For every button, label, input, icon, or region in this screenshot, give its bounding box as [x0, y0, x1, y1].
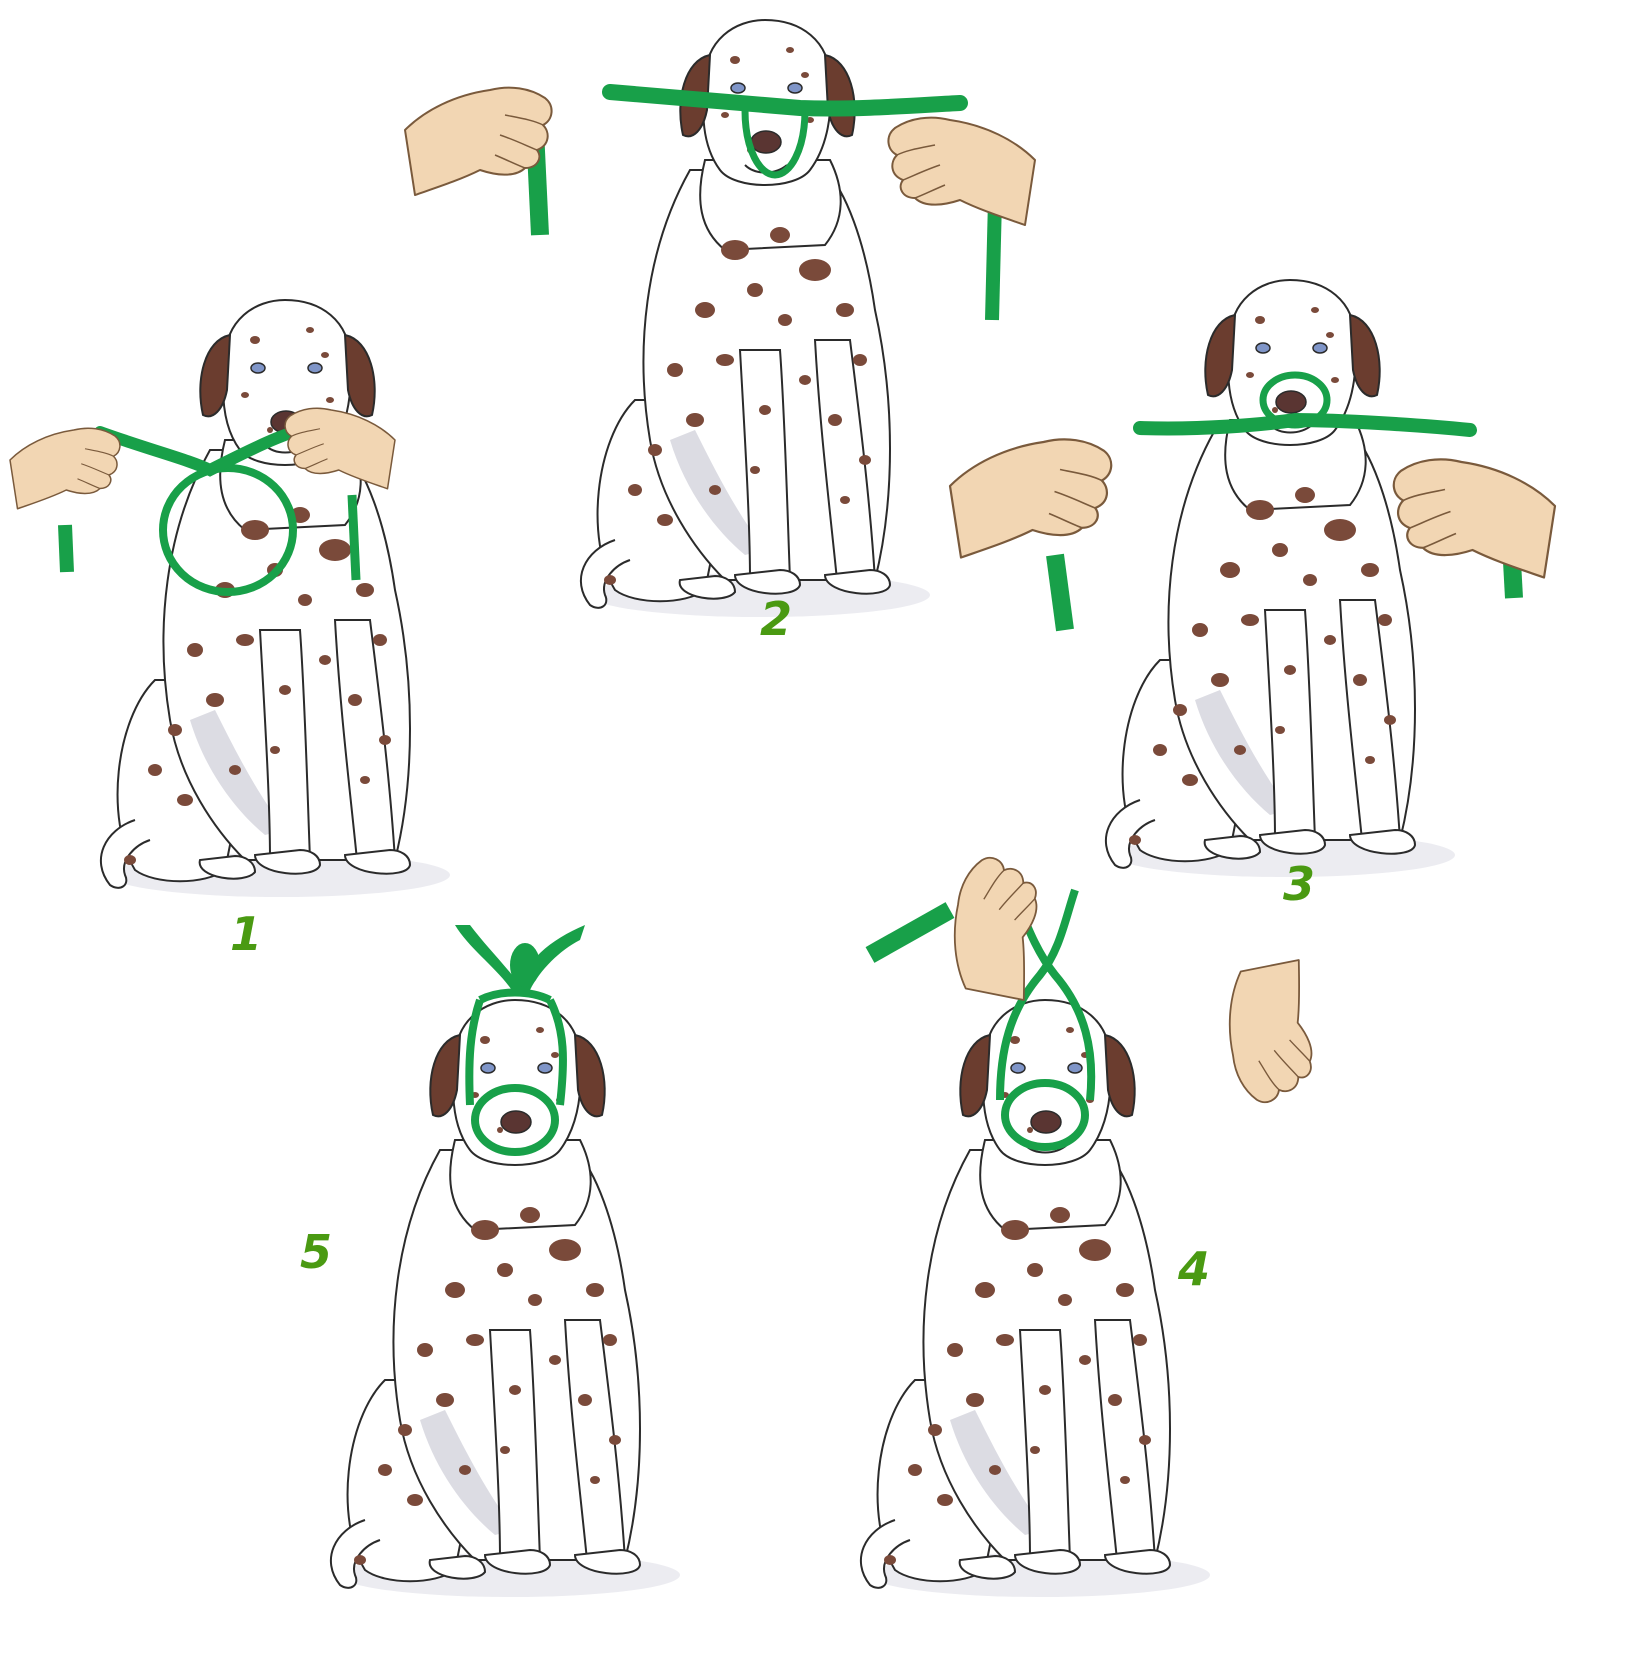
step-4-figure [861, 851, 1341, 1597]
step-2-figure [405, 20, 1035, 617]
step-3-figure [950, 280, 1555, 877]
step-5-figure [331, 925, 680, 1597]
step-number-4: 4 [1177, 1242, 1210, 1296]
step-number-2: 2 [760, 592, 792, 646]
step-number-3: 3 [1283, 857, 1315, 911]
step-1-figure [10, 300, 450, 897]
step-number-1: 1 [230, 907, 262, 961]
step-number-5: 5 [300, 1225, 332, 1279]
